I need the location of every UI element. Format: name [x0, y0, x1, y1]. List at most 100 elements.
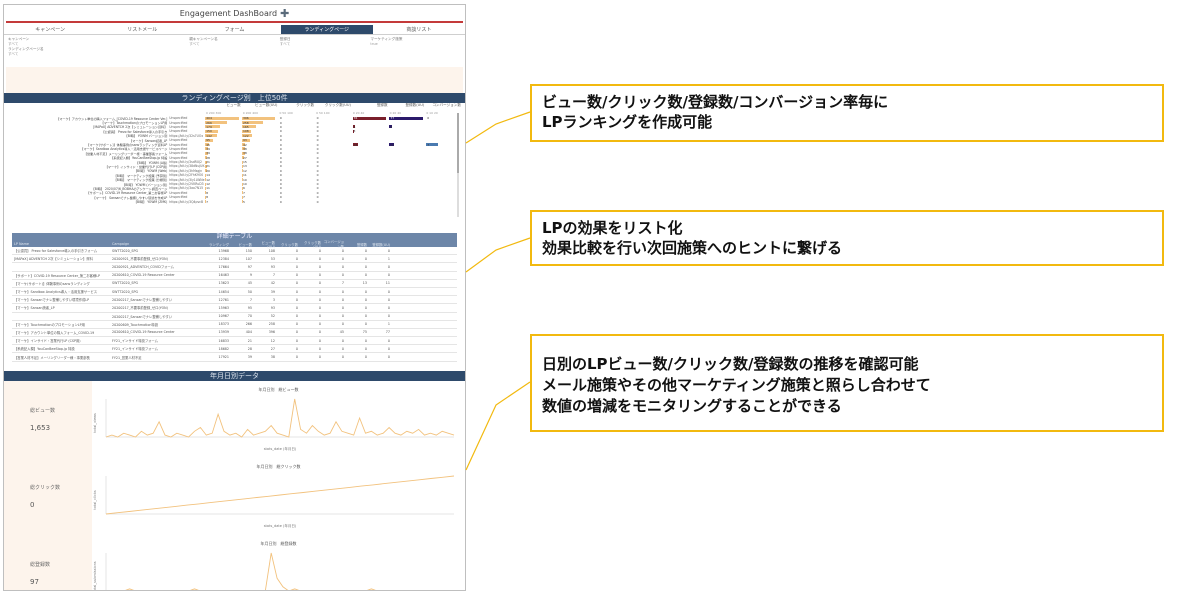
- ranking-lp-url: https://bit.ly/3sdRUJ2: [169, 160, 202, 165]
- ranking-cell: [353, 200, 390, 204]
- table-cell: 0: [387, 305, 390, 310]
- ranking-row[interactable]: 【BI時】 マーケティング施策 (予算別)https://bit.ly/2FhK…: [6, 173, 463, 178]
- detail-col-header[interactable]: ビュー数: [238, 242, 252, 247]
- detail-col-header[interactable]: 登録数(UU): [372, 242, 390, 247]
- ranking-row[interactable]: 【BI時】 YOWM (バージョン別)https://bit.ly/2VKRuD…: [6, 182, 463, 187]
- table-row[interactable]: 【マーケ】インサイド・営業代行LP (CSP用)FY21_インサイド特設フォーム…: [12, 337, 457, 346]
- table-cell: 18682: [218, 346, 230, 351]
- ranking-row[interactable]: 【BI時】 マーケティング施策 (分類別)https://bit.ly/3ly1…: [6, 177, 463, 183]
- kpi-label: 総クリック数: [30, 485, 61, 491]
- ranking-col-6[interactable]: コンバージョン数: [432, 103, 462, 107]
- ranking-row[interactable]: [MAPaX] ADVENTCH 2次【シミュレーション資料】Unspecifi…: [6, 124, 463, 130]
- ranking-bar: [205, 151, 209, 155]
- ranking-cell: 266: [205, 121, 242, 125]
- detail-col-header[interactable]: Campaign: [112, 242, 130, 246]
- table-cell: 10967: [218, 314, 230, 319]
- ranking-row[interactable]: 【マーケ】アカウント単位の購入フォーム_[COVID-19 Resource C…: [6, 116, 463, 121]
- filter-marketing[interactable]: マーケティング施策 true: [370, 37, 403, 46]
- tab-landing-page[interactable]: ランディングページ: [280, 25, 373, 34]
- detail-col-header[interactable]: 登録数: [356, 242, 367, 247]
- kpi-label: 総ビュー数: [30, 408, 56, 414]
- kpi-total-clicks: 総クリック数 0: [4, 458, 92, 535]
- submissions-line-chart[interactable]: total_submissionsstats_date (年月日): [92, 547, 462, 591]
- ranking-value: 10: [242, 182, 247, 187]
- chart-title: 年月日別 総ビュー数: [258, 387, 299, 392]
- tab-campaign[interactable]: キャンペーン: [35, 27, 65, 33]
- filter-parent-campaign[interactable]: 親キャンペーン名 すべて: [189, 37, 218, 46]
- ranking-axis-tick: 0 200 400: [242, 111, 258, 115]
- detail-col-header[interactable]: クリック数: [281, 242, 298, 247]
- table-cell: 0: [364, 248, 367, 253]
- ranking-lp-name: 【BI時】 YOWM (A版): [135, 160, 168, 165]
- filter-registered-date[interactable]: 登録日 すべて: [279, 37, 291, 46]
- table-cell: 0: [295, 281, 298, 286]
- ranking-col-4[interactable]: 登録数: [376, 103, 388, 107]
- detail-col-header[interactable]: LP Name: [14, 242, 30, 246]
- ranking-value: 0: [279, 155, 282, 160]
- table-cell: 0: [364, 314, 367, 319]
- ranking-col-1[interactable]: ビュー数(UU): [254, 103, 278, 107]
- table-cell: 11: [385, 281, 390, 286]
- table-cell: 77: [385, 330, 390, 335]
- detail-col-header[interactable]: ビュー数(UU): [261, 240, 275, 249]
- ranking-col-3[interactable]: クリック数(UU): [324, 103, 351, 107]
- ranking-cell: [389, 169, 426, 173]
- table-cell: 95: [247, 305, 252, 310]
- nav-tabs: キャンペーン リストメール フォーム ランディングページ 商談リスト: [4, 25, 465, 35]
- ranking-cell: 0: [316, 164, 353, 168]
- ranking-cell: 12: [241, 169, 279, 173]
- tab-list-mail[interactable]: リストメール: [127, 27, 158, 33]
- ranking-lp-name: 【マーケ】Sansan読者_LP: [129, 138, 168, 143]
- ranking-col-0[interactable]: ビュー数: [226, 103, 241, 107]
- ranking-value: 179: [206, 124, 212, 129]
- ranking-col-5[interactable]: 登録数(UU): [405, 103, 425, 107]
- ranking-scrollbar[interactable]: [457, 113, 459, 217]
- ranking-bar: [241, 151, 246, 155]
- ranking-cell: [353, 121, 390, 125]
- ranking-value: 12: [206, 182, 210, 187]
- ranking-row[interactable]: 【マーケ】インサイド・営業代行LP (CSP用)https://bit.ly/3…: [6, 164, 463, 169]
- ranking-cell: 0: [316, 121, 353, 125]
- ranking-value: 0: [316, 160, 319, 165]
- filter-campaign[interactable]: キャンペーン すべて ランディングページ名 すべて: [8, 37, 44, 56]
- table-cell: [MAPaX] ADVENTCH 2次【シミュレーション】資料: [14, 257, 93, 262]
- detail-col-header[interactable]: コンバージョン数: [323, 240, 344, 249]
- ranking-value: 10: [242, 177, 247, 182]
- detail-col-header[interactable]: クリック数(UU): [304, 240, 321, 249]
- ranking-cell: [389, 151, 426, 155]
- ranking-col-2[interactable]: クリック数: [296, 103, 315, 107]
- ranking-cell: 5: [241, 200, 279, 204]
- tab-form[interactable]: フォーム: [224, 27, 245, 33]
- tab-deal-list[interactable]: 商談リスト: [406, 27, 432, 33]
- detail-col-header[interactable]: ランディング: [208, 242, 229, 247]
